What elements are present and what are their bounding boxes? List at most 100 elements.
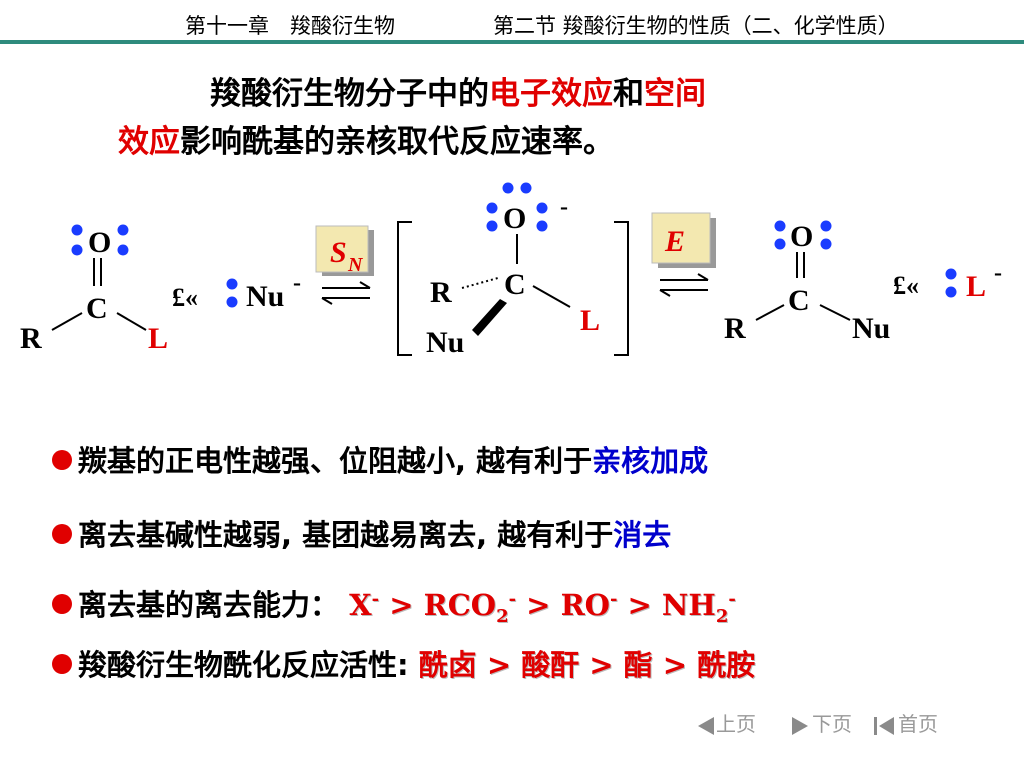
bullet-dot-icon	[52, 450, 72, 470]
leaving-group: £« L -	[893, 260, 1002, 303]
bullet-dot-icon	[52, 524, 72, 544]
header-divider	[0, 40, 1024, 44]
atom-R: R	[724, 312, 746, 345]
lone-pair-dot	[226, 278, 238, 290]
atom-O: O	[790, 220, 813, 253]
intro-highlight-electronic: 电子效应	[489, 76, 613, 112]
acyl-product: O C R Nu	[724, 220, 890, 345]
intro-highlight-steric-2: 效应	[118, 124, 180, 160]
home-page-button[interactable]: 首页	[872, 708, 938, 738]
reaction-scheme: O C R L £« Nu - S N	[20, 182, 1002, 359]
bullet-item-4: 羧酸衍生物酰化反应活性: 酰卤 > 酸酐 > 酯 > 酰胺	[52, 642, 755, 684]
lone-pair-dot	[71, 244, 83, 256]
sn-N: N	[347, 254, 364, 276]
lone-pair-dot	[117, 244, 129, 256]
bullet-text: 离去基的离去能力：	[78, 588, 340, 622]
bullet-text: 羧酸衍生物酰化反应活性:	[78, 648, 409, 682]
tetrahedral-intermediate: O - C R L Nu	[426, 182, 600, 359]
nucleophile: £« Nu -	[172, 270, 301, 313]
atom-C: C	[788, 284, 810, 317]
next-page-button[interactable]: 下页	[790, 708, 852, 738]
lone-pair-dot	[486, 220, 498, 232]
lone-pair-dot	[536, 220, 548, 232]
series-NH2: > NH	[617, 588, 716, 622]
leaving-ability-series: X- > RCO2- > RO- > NH2-	[349, 588, 736, 627]
lone-pair-dot	[536, 202, 548, 214]
atom-L: L	[580, 304, 600, 337]
atom-L: L	[148, 322, 168, 355]
subscript: 2	[715, 605, 729, 627]
section-title: 第二节 羧酸衍生物的性质（二、化学性质）	[493, 14, 899, 38]
lone-pair-dot	[945, 286, 957, 298]
atom-O: O	[88, 226, 111, 259]
bullet-item-1: 羰基的正电性越强、位阻越小, 越有利于亲核加成	[52, 438, 708, 480]
sn-S: S	[330, 236, 347, 269]
intro-text: 和	[613, 76, 644, 112]
nu-prefix-glyph: £«	[172, 283, 198, 312]
atom-R: R	[20, 322, 42, 355]
next-arrow-icon	[792, 716, 808, 735]
intermediate-bracket	[397, 221, 629, 356]
bullet-dot-icon	[52, 654, 72, 674]
prev-page-button[interactable]: 上页	[694, 708, 756, 738]
intro-line-1: 羧酸衍生物分子中的电子效应和空间	[118, 70, 878, 118]
charge: -	[728, 588, 736, 610]
equilibrium-arrow-2	[659, 273, 709, 297]
intro-line-2: 效应影响酰基的亲核取代反应速率。	[118, 118, 878, 166]
nucleophile-label: Nu	[246, 280, 284, 313]
lone-pair-dot	[71, 224, 83, 236]
lone-pair-dot	[820, 238, 832, 250]
negative-charge: -	[560, 194, 568, 220]
e-label: E	[664, 225, 685, 258]
bullet-item-2: 离去基碱性越弱, 基团越易离去, 越有利于消去	[52, 512, 671, 554]
charge: -	[508, 588, 517, 610]
series-RO: > RO	[516, 588, 610, 622]
prev-label: 上页	[716, 712, 756, 736]
lone-pair-dot	[945, 268, 957, 280]
subscript: 2	[496, 605, 509, 627]
next-label: 下页	[812, 712, 852, 736]
charge: -	[609, 588, 618, 610]
lone-pair-dot	[820, 220, 832, 232]
negative-charge: -	[994, 260, 1002, 286]
atom-O: O	[503, 202, 526, 235]
home-label: 首页	[898, 712, 938, 736]
intro-text: 羧酸衍生物分子中的	[210, 76, 489, 112]
bullet-item-3: 离去基的离去能力： X- > RCO2- > RO- > NH2-	[52, 582, 736, 627]
bullet-highlight: 消去	[613, 518, 672, 552]
bullet-highlight: 亲核加成	[592, 444, 709, 478]
atom-Nu: Nu	[426, 326, 464, 359]
atom-R: R	[430, 276, 452, 309]
elimination-badge: E	[651, 212, 716, 268]
acylation-activity-series: 酰卤 > 酸酐 > 酯 > 酰胺	[418, 648, 756, 682]
lone-pair-dot	[486, 202, 498, 214]
leaving-group-label: L	[966, 270, 986, 303]
bullet-text: 离去基碱性越弱, 基团越易离去, 越有利于	[78, 518, 614, 552]
home-arrow-icon	[874, 716, 894, 735]
atom-C: C	[504, 268, 526, 301]
prev-arrow-icon	[698, 716, 714, 735]
atom-C: C	[86, 292, 108, 325]
series-X: X	[349, 588, 372, 622]
lone-pair-dot	[774, 238, 786, 250]
bullet-dot-icon	[52, 594, 72, 614]
intro-text: 影响酰基的亲核取代反应速率。	[180, 124, 614, 160]
leaving-prefix-glyph: £«	[893, 271, 919, 300]
negative-charge: -	[293, 270, 301, 296]
intro-highlight-steric: 空间	[644, 76, 706, 112]
bullet-text: 羰基的正电性越强、位阻越小, 越有利于	[78, 444, 593, 478]
lone-pair-dot	[117, 224, 129, 236]
lone-pair-dot	[502, 182, 514, 194]
equilibrium-arrow-1	[321, 281, 371, 305]
lone-pair-dot	[520, 182, 532, 194]
charge: -	[371, 588, 380, 610]
slide-header: 第十一章 羧酸衍生物 第二节 羧酸衍生物的性质（二、化学性质）	[0, 0, 1024, 44]
series-RCO2: > RCO	[379, 588, 497, 622]
lone-pair-dot	[226, 296, 238, 308]
sn-mechanism-badge: S N	[315, 225, 374, 276]
lone-pair-dot	[774, 220, 786, 232]
acyl-reactant: O C R L	[20, 224, 168, 355]
chapter-title: 第十一章 羧酸衍生物	[185, 14, 395, 38]
atom-Nu: Nu	[852, 312, 890, 345]
intro-paragraph: 羧酸衍生物分子中的电子效应和空间 效应影响酰基的亲核取代反应速率。	[118, 70, 878, 166]
